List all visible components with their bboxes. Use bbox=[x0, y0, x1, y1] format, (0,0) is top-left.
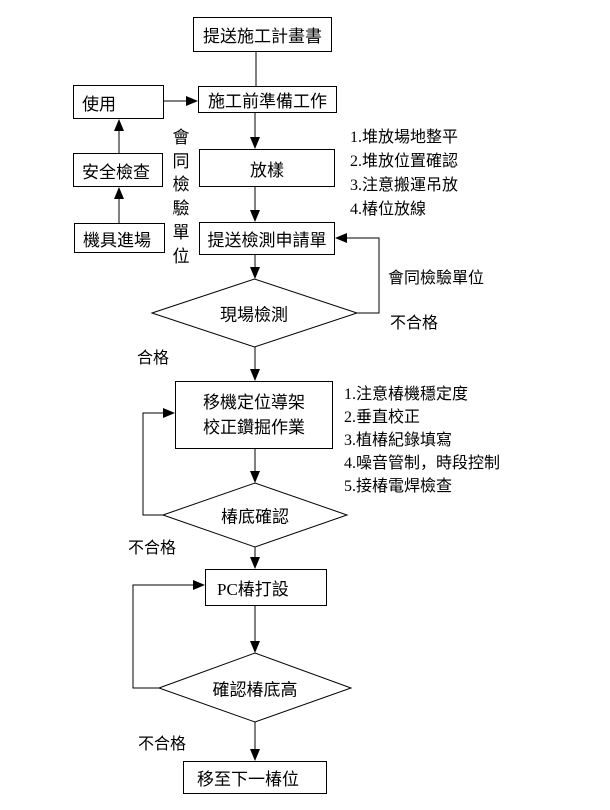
node-submit-plan: 提送施工計畫書 bbox=[193, 17, 332, 52]
vertical-char: 檢 bbox=[172, 175, 190, 195]
node-setting-out: 放樣 bbox=[199, 149, 335, 187]
decision-pile-bottom-check-label: 椿底確認 bbox=[221, 507, 289, 527]
annotation-joint-inspection-unit-vertical: 會 同 檢 驗 單 位 bbox=[171, 126, 191, 268]
connector-fail-back-to-pc-driving bbox=[132, 580, 205, 689]
note-item: 1.注意椿機穩定度 bbox=[344, 386, 469, 403]
label-fail-pile-level: 不合格 bbox=[138, 736, 187, 753]
decision-site-inspection-label: 現場檢測 bbox=[220, 305, 288, 325]
note-item: 2.垂直校正 bbox=[344, 409, 421, 426]
note-item: 4.椿位放線 bbox=[350, 201, 427, 218]
decision-confirm-pile-bottom-level-shape bbox=[157, 652, 353, 723]
decision-confirm-pile-bottom-level-label: 確認椿底高 bbox=[212, 680, 298, 700]
node-pc-pile-driving: PC椿打設 bbox=[205, 569, 327, 606]
connector-fail-back-to-form bbox=[335, 233, 380, 314]
node-use: 使用 bbox=[73, 85, 164, 119]
node-machinery-entry: 機具進場 bbox=[74, 223, 165, 253]
note-item: 1.堆放場地整平 bbox=[350, 129, 459, 146]
label-fail-pile-bottom: 不合格 bbox=[128, 540, 177, 557]
note-item: 4.噪音管制，時段控制 bbox=[344, 455, 501, 472]
notes-drilling: 1.注意椿機穩定度 2.垂直校正 3.植椿紀錄填寫 4.噪音管制，時段控制 5.… bbox=[344, 383, 500, 498]
label-fail-site-inspection: 不合格 bbox=[390, 315, 439, 332]
note-item: 3.注意搬運吊放 bbox=[350, 177, 459, 194]
vertical-char: 位 bbox=[172, 246, 190, 266]
note-item: 5.接椿電焊檢查 bbox=[344, 478, 453, 495]
connector-fail-back-to-reposition bbox=[142, 408, 175, 516]
node-reposition-line2: 校正鑽掘作業 bbox=[203, 418, 305, 437]
vertical-char: 單 bbox=[172, 222, 190, 242]
vertical-char: 同 bbox=[172, 151, 190, 171]
vertical-char: 驗 bbox=[172, 199, 190, 219]
node-preparation: 施工前準備工作 bbox=[198, 86, 337, 113]
node-submit-inspection-form: 提送檢測申請單 bbox=[199, 222, 335, 255]
note-item: 3.植椿紀錄填寫 bbox=[344, 432, 453, 449]
decision-pile-bottom-check-shape bbox=[161, 482, 349, 548]
notes-setting-out: 1.堆放場地整平 2.堆放位置確認 3.注意搬運吊放 4.椿位放線 bbox=[350, 126, 458, 222]
note-item: 2.堆放位置確認 bbox=[350, 153, 459, 170]
node-reposition-line1: 移機定位導架 bbox=[203, 393, 305, 412]
label-joint-inspection-unit: 會同檢驗單位 bbox=[388, 270, 485, 287]
node-reposition-drilling: 移機定位導架 校正鑽掘作業 bbox=[175, 381, 333, 449]
label-pass: 合格 bbox=[137, 350, 170, 367]
node-safety-check: 安全檢查 bbox=[73, 153, 163, 187]
vertical-char: 會 bbox=[172, 128, 190, 147]
node-move-to-next-pile: 移至下一椿位 bbox=[183, 761, 327, 794]
